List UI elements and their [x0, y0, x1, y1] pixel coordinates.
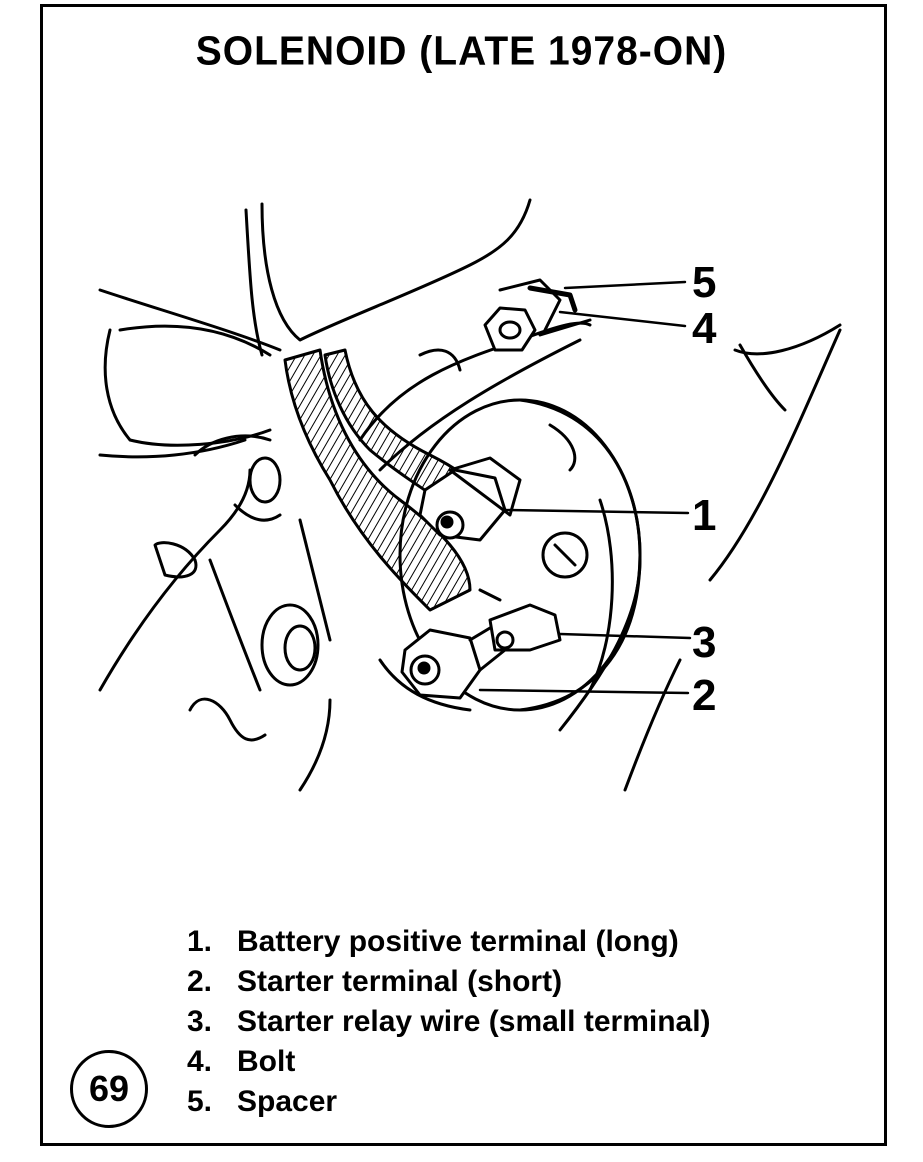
- legend-item: 2. Starter terminal (short): [187, 962, 711, 1002]
- callout-4: 4: [692, 304, 717, 353]
- legend-item-text: Spacer: [237, 1085, 338, 1118]
- bolt-and-spacer: [483, 278, 592, 352]
- legend-item-text: Starter terminal (short): [237, 965, 563, 998]
- leader-lines: [478, 280, 692, 695]
- legend-item: 1. Battery positive terminal (long): [187, 922, 711, 962]
- figure-number-badge: 69: [70, 1050, 148, 1128]
- legend-item: 5. Spacer: [187, 1082, 711, 1122]
- callout-1: 1: [692, 491, 716, 540]
- callout-2: 2: [692, 671, 716, 720]
- legend-item-text: Starter relay wire (small terminal): [237, 1005, 711, 1038]
- legend-item: 4. Bolt: [187, 1042, 711, 1082]
- terminal-2-nut: [400, 623, 507, 700]
- figure-title: SOLENOID (LATE 1978-ON): [195, 28, 728, 75]
- frame-bracket: [98, 198, 532, 459]
- legend-item-text: Bolt: [237, 1045, 296, 1078]
- legend-item-text: Battery positive terminal (long): [237, 925, 679, 958]
- legend-item-number: 1.: [187, 925, 213, 958]
- engine-details: [98, 434, 472, 792]
- battery-cable: [283, 348, 472, 612]
- figure-frame: [40, 4, 887, 1146]
- solenoid-body: [398, 398, 642, 732]
- callout-5: 5: [692, 258, 716, 307]
- legend-list: 1. Battery positive terminal (long) 2. Sta…: [187, 922, 711, 1122]
- legend-item-number: 5.: [187, 1085, 213, 1118]
- upper-lead: [358, 321, 592, 442]
- legend-item-number: 4.: [187, 1045, 213, 1078]
- right-side-lines: [418, 323, 842, 792]
- terminal-3-nut: [478, 588, 562, 652]
- callout-3: 3: [692, 618, 716, 667]
- legend-item-number: 2.: [187, 965, 213, 998]
- terminal-1-nut: [418, 456, 522, 542]
- legend-item-number: 3.: [187, 1005, 213, 1038]
- legend-item: 3. Starter relay wire (small terminal): [187, 1002, 711, 1042]
